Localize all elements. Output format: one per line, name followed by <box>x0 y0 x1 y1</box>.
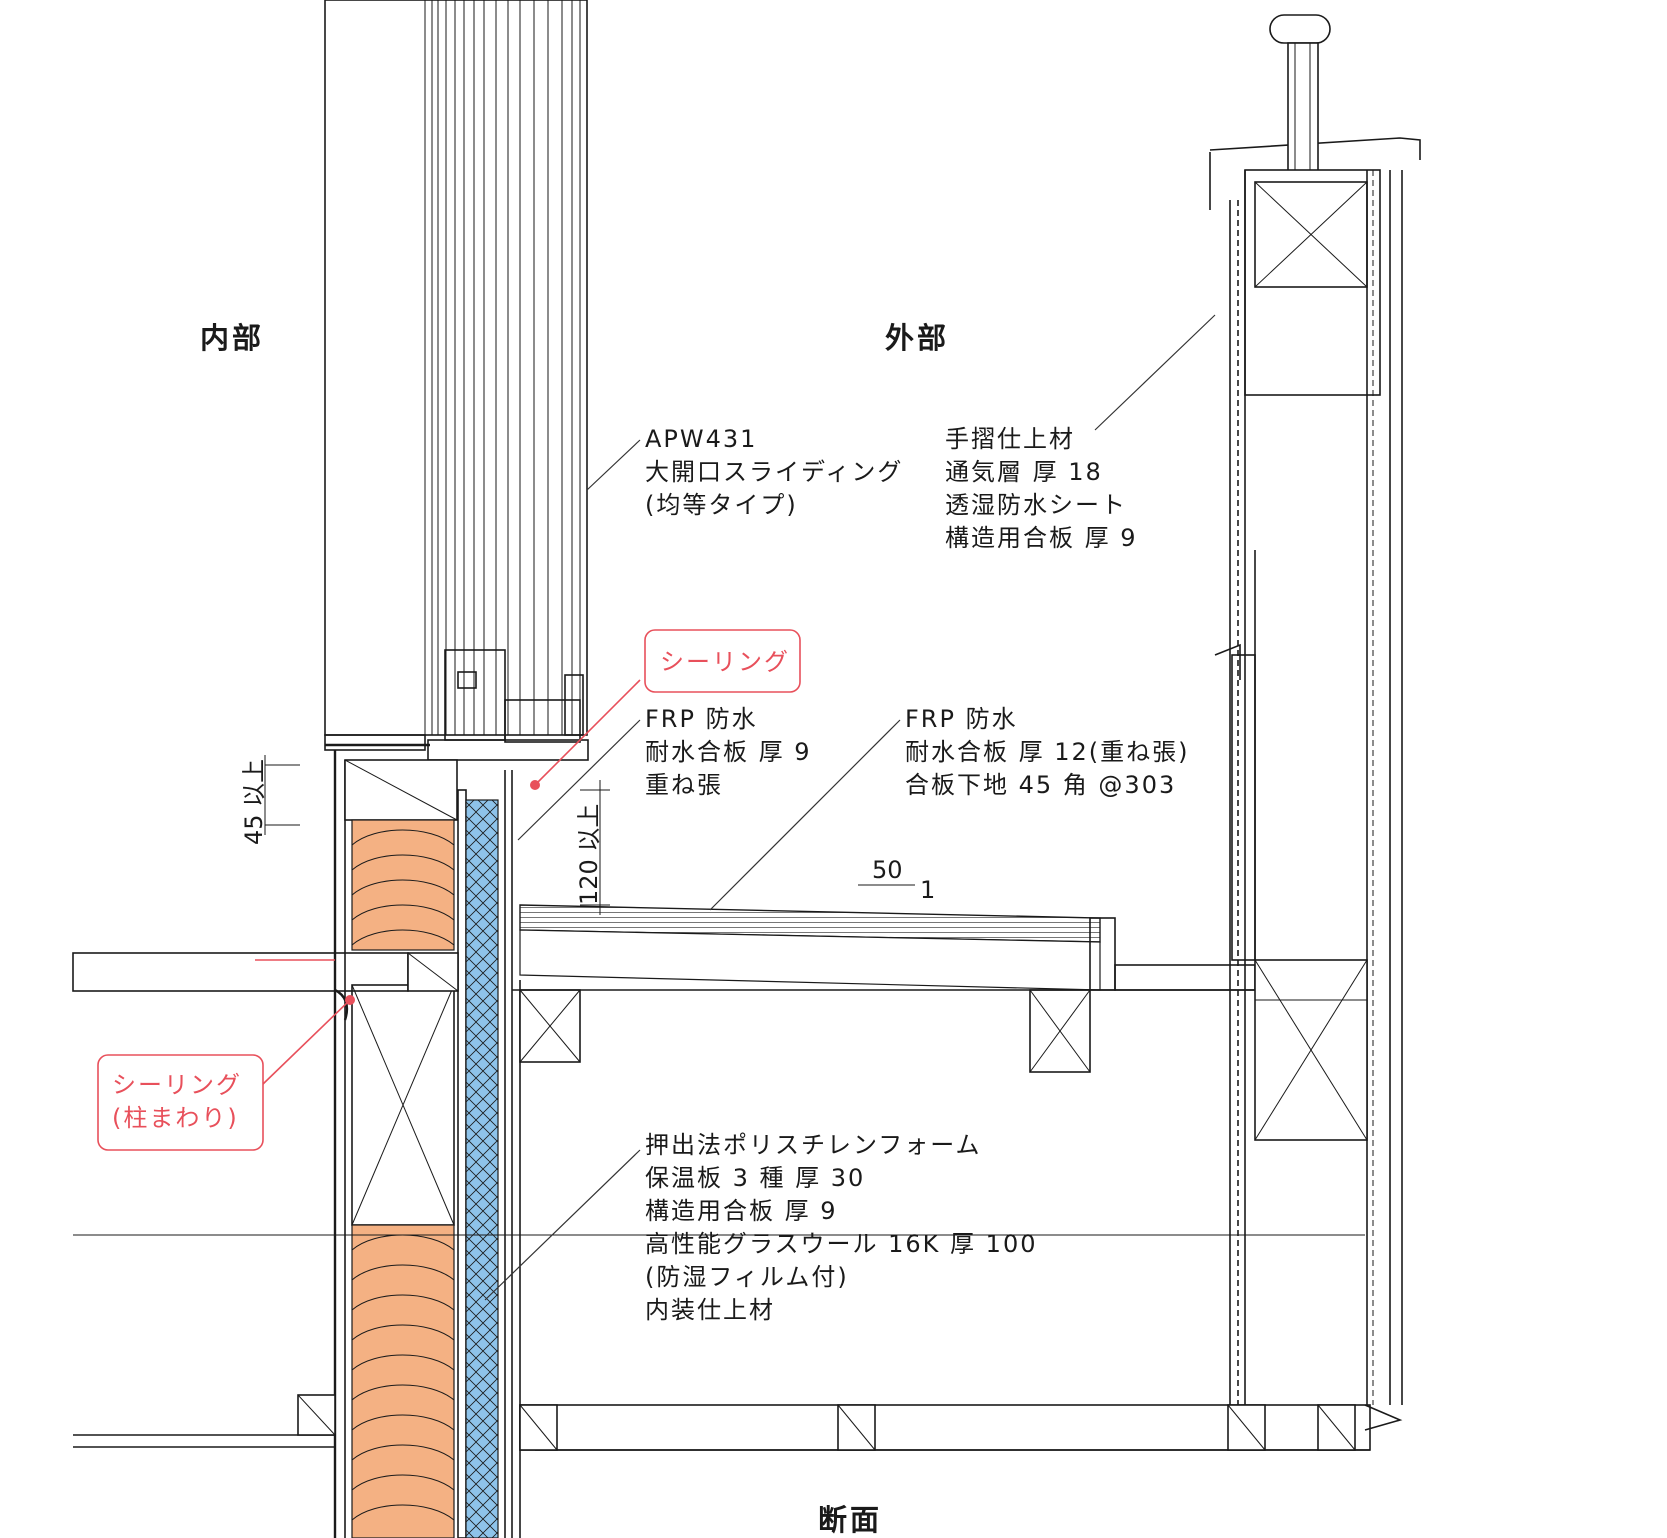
frp-left-note-3: 重ね張 <box>645 771 723 799</box>
interior-floor <box>72 952 1365 1448</box>
sealing-callout-left <box>97 1054 264 1151</box>
handrail-note-4: 構造用合板 厚 9 <box>945 524 1138 552</box>
handrail-note-1: 手摺仕上材 <box>945 425 1075 453</box>
handrail-note-2: 通気層 厚 18 <box>945 458 1103 486</box>
exterior-label: 外部 <box>885 321 949 355</box>
wall-note-2: 保温板 3 種 厚 30 <box>645 1164 865 1192</box>
interior-label: 内部 <box>200 321 264 355</box>
window-note-3: (均等タイプ) <box>645 491 798 519</box>
wall-note-4: 高性能グラスウール 16K 厚 100 <box>645 1230 1038 1258</box>
slope-numerator: 50 <box>872 856 903 884</box>
frp-right-note-1: FRP 防水 <box>905 705 1018 733</box>
frp-left-note-1: FRP 防水 <box>645 705 758 733</box>
window-note-2: 大開口スライディング <box>645 458 903 486</box>
wall-note-6: 内装仕上材 <box>645 1296 775 1324</box>
wall-note-1: 押出法ポリスチレンフォーム <box>645 1131 982 1159</box>
slope-denominator: 1 <box>920 876 935 904</box>
sealing-callout-top <box>644 629 801 693</box>
handrail-wall <box>1209 14 1421 1431</box>
sealing-top-label: シーリング <box>660 648 790 676</box>
sealing-left-label-1: シーリング <box>112 1071 242 1099</box>
window-sill <box>324 734 426 751</box>
section-title: 断面 <box>818 1503 882 1537</box>
dim-120: 120 以上 <box>575 804 603 905</box>
leaders <box>255 314 1216 1301</box>
glasswool-lower <box>351 1224 455 1538</box>
wall-note-3: 構造用合板 厚 9 <box>645 1197 838 1225</box>
wall-note-5: (防湿フィルム付) <box>645 1263 849 1291</box>
window-note-1: APW431 <box>645 425 757 453</box>
window-sash <box>324 0 589 761</box>
frp-right-note-2: 耐水合板 厚 12(重ね張) <box>905 738 1190 766</box>
exterior-wall <box>333 750 521 1538</box>
handrail-note-3: 透湿防水シート <box>945 491 1127 519</box>
dimensions <box>264 755 915 915</box>
frp-left-note-2: 耐水合板 厚 9 <box>645 738 812 766</box>
dim-45: 45 以上 <box>240 759 268 845</box>
balcony-deck <box>512 904 1371 1451</box>
frp-right-note-3: 合板下地 45 角 @303 <box>905 771 1176 799</box>
sealing-left-label-2: (柱まわり) <box>112 1104 239 1132</box>
